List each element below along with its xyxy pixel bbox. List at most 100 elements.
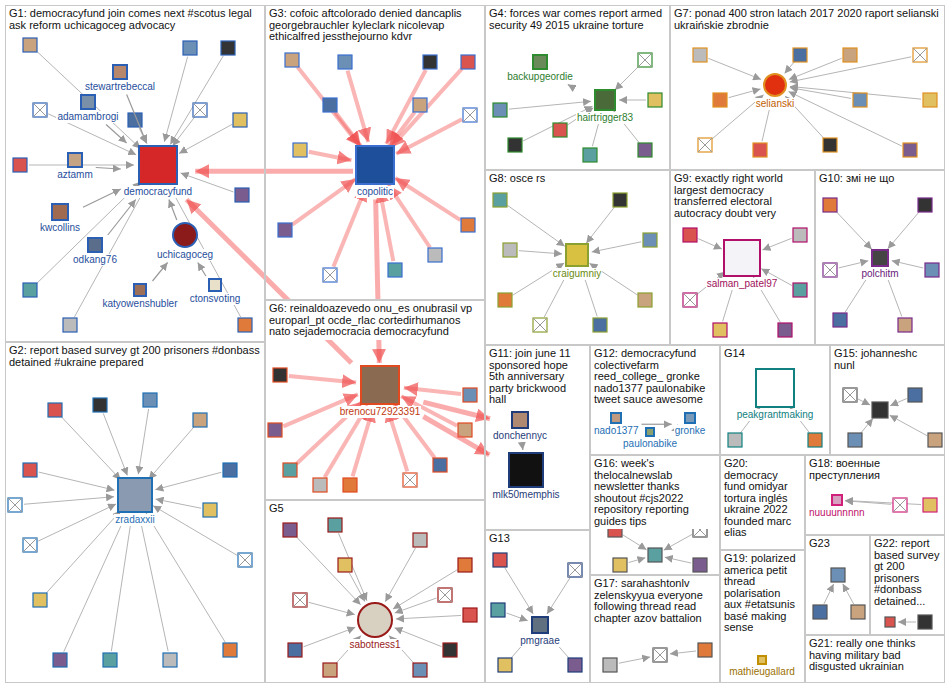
vertex-node: selianski xyxy=(755,73,795,110)
vertex-label: aztamm xyxy=(56,169,94,181)
vertex-icon xyxy=(221,41,235,55)
placeholder-cross xyxy=(913,48,927,62)
vertex-label: adamambrogi xyxy=(56,111,119,123)
vertex-icon xyxy=(684,412,696,424)
vertex-icon xyxy=(293,143,307,157)
vertex-icon xyxy=(843,48,857,62)
vertex-icon xyxy=(493,193,507,207)
vertex-icon xyxy=(13,158,27,172)
group-box: G17: sarahashtonlv zelenskyyua everyone … xyxy=(590,575,720,683)
vertex-node: nado1377 xyxy=(593,412,640,437)
group-box: G7: ponad 400 stron latach 2017 2020 rap… xyxy=(670,5,945,170)
edge-line xyxy=(289,376,356,383)
vertex-icon xyxy=(918,198,932,212)
group-heading: G6: reinaldoazevedo onu_es onubrasil vp … xyxy=(266,301,484,340)
edge-line xyxy=(391,69,462,148)
vertex-icon xyxy=(293,593,307,607)
vertex-icon xyxy=(755,368,795,408)
vertex-node: aztamm xyxy=(56,152,94,181)
vertex-icon xyxy=(713,93,727,107)
vertex-icon xyxy=(8,498,22,512)
edge-line xyxy=(785,62,795,74)
vertex-label: nuuuunnnnn xyxy=(808,507,866,519)
group-heading: G8: osce rs xyxy=(486,171,669,187)
vertex-icon xyxy=(498,293,512,307)
vertex-icon xyxy=(757,655,767,665)
vertex-icon xyxy=(648,93,662,107)
group-box: G23 xyxy=(805,535,870,635)
edge-line xyxy=(519,251,562,254)
vertex-icon xyxy=(698,643,712,657)
vertex-icon xyxy=(338,558,352,572)
placeholder-cross xyxy=(323,268,337,282)
vertex-icon xyxy=(323,268,337,282)
vertex-icon xyxy=(638,293,652,307)
vertex-icon xyxy=(93,398,107,412)
vertex-icon xyxy=(33,593,47,607)
vertex-label: sabotness1 xyxy=(348,639,401,651)
vertex-icon xyxy=(328,518,342,532)
group-heading: G12: democracyfund colectivefarm reed_co… xyxy=(591,346,719,408)
group-heading: G22: report based survey gt 200 prisoner… xyxy=(871,536,944,609)
vertex-node: brenocu72923391 xyxy=(339,365,422,418)
vertex-icon xyxy=(713,323,727,337)
vertex-icon xyxy=(638,53,652,67)
vertex-icon xyxy=(238,318,252,332)
vertex-icon xyxy=(925,263,939,277)
group-heading: G4: forces war comes report armed securi… xyxy=(486,6,669,33)
vertex-icon xyxy=(67,152,83,168)
group-heading: G20: democracy fund omidyar tortura ingl… xyxy=(721,456,804,541)
edge-line xyxy=(170,56,223,145)
edge-line xyxy=(37,51,141,148)
vertex-icon xyxy=(138,145,178,185)
vertex-icon xyxy=(493,103,507,117)
group-box: G11: join june 11 sponsored hope 5th ann… xyxy=(485,345,590,530)
vertex-icon xyxy=(193,413,207,427)
vertex-label: katyowenshubler xyxy=(101,298,178,310)
group-heading: G14 xyxy=(721,346,829,362)
vertex-icon xyxy=(645,427,655,437)
vertex-label: mlk50memphis xyxy=(491,489,560,501)
group-box: G21: really one thinks having military b… xyxy=(805,635,945,683)
vertex-icon xyxy=(778,323,792,337)
edge-line xyxy=(505,568,533,614)
vertex-label: hairtrigger83 xyxy=(576,112,634,124)
edge-line xyxy=(898,622,916,623)
edge-line xyxy=(155,472,221,489)
edge-line xyxy=(146,513,225,642)
vertex-icon xyxy=(923,93,937,107)
vertex-icon xyxy=(193,103,207,117)
vertex-node: uchicagoceg xyxy=(156,222,214,261)
vertex-label: odkang76 xyxy=(72,254,118,266)
edge-line xyxy=(396,615,461,618)
vertex-icon xyxy=(48,403,62,417)
vertex-label: pmgraae xyxy=(519,635,560,647)
placeholder-cross xyxy=(238,553,252,567)
vertex-icon xyxy=(831,494,843,506)
group-heading: G5 xyxy=(266,501,484,517)
vertex-icon xyxy=(323,663,337,677)
edge-line xyxy=(762,238,791,250)
vertex-label: uchicagoceg xyxy=(156,249,214,261)
group-heading: G16: week's thelocalnewslab newsletter t… xyxy=(591,456,719,529)
group-box: G4: forces war comes report armed securi… xyxy=(485,5,670,170)
vertex-label: kwcollins xyxy=(39,222,81,234)
vertex-icon xyxy=(851,605,865,619)
vertex-icon xyxy=(463,608,477,622)
group-heading: G3: cofoic aftcolorado denied dancaplis … xyxy=(266,6,484,45)
vertex-icon xyxy=(53,653,67,667)
vertex-label: salman_patel97 xyxy=(706,278,779,290)
group-box: G2: report based survey gt 200 prisoners… xyxy=(5,342,265,683)
vertex-icon xyxy=(338,55,352,69)
vertex-icon xyxy=(723,239,761,277)
vertex-label: democracyfund xyxy=(123,186,193,198)
vertex-icon xyxy=(208,278,222,292)
group-heading: G23 xyxy=(806,536,869,552)
group-heading: G1: democracyfund join comes next #scotu… xyxy=(6,6,264,33)
vertex-label: backupgeordie xyxy=(506,71,574,83)
vertex-icon xyxy=(63,318,77,332)
vertex-icon xyxy=(103,653,117,667)
vertex-label: mathieugallard xyxy=(728,666,796,678)
edge-line xyxy=(623,535,647,550)
